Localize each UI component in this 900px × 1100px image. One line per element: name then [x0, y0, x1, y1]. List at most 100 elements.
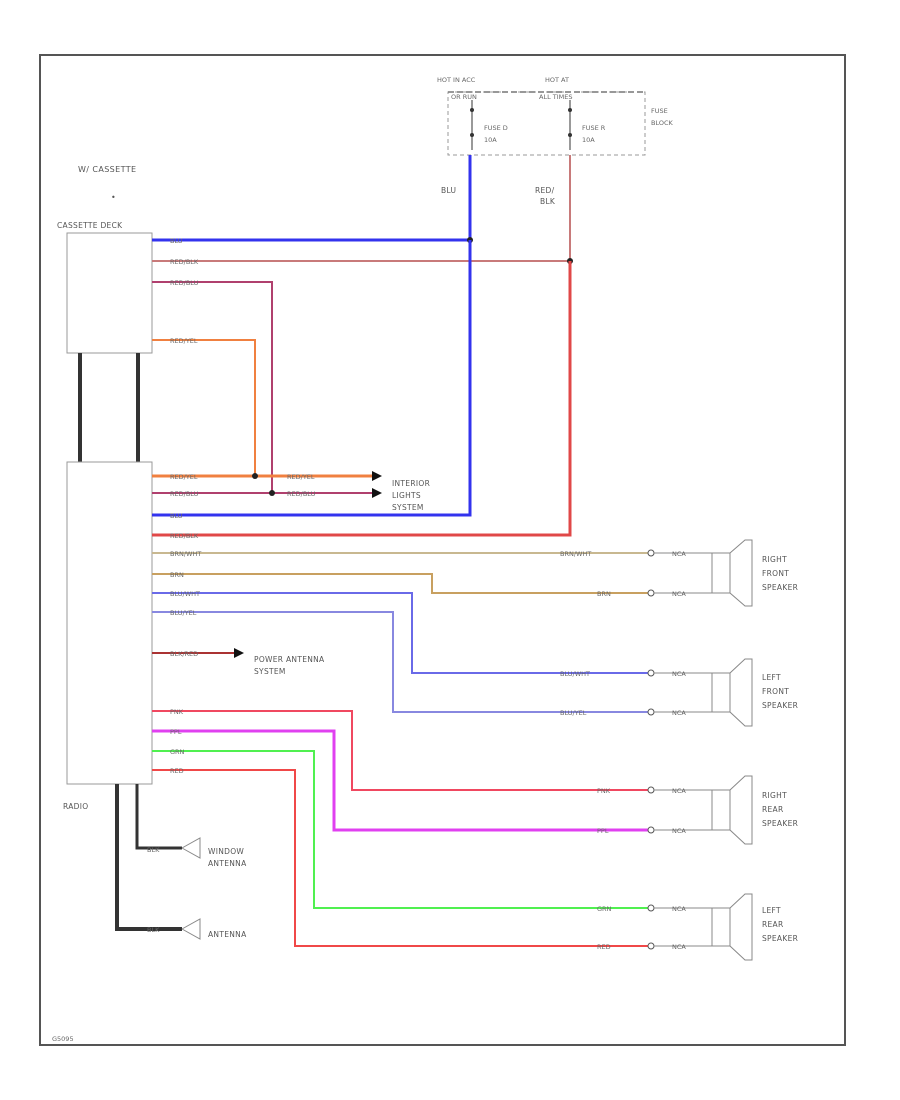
- cassette-title: W/ CASSETTE: [78, 165, 137, 174]
- wire-window-antenna: [135, 784, 182, 850]
- antenna-symbol: [181, 918, 201, 940]
- antenna-wire-label: BLK: [147, 926, 160, 934]
- fuse-d-label: FUSE D: [484, 124, 508, 132]
- cassette-bullet: •: [111, 193, 116, 202]
- lr-name-2: REAR: [762, 920, 784, 929]
- antenna-label: ANTENNA: [208, 930, 247, 939]
- radio-wire-label-8: BLU/YEL: [170, 609, 197, 617]
- rr-term-2: NCA: [672, 827, 686, 835]
- rf-name-3: SPEAKER: [762, 583, 798, 592]
- lr-name-3: SPEAKER: [762, 934, 798, 943]
- wire-blu-radio: [152, 240, 472, 517]
- radio-wire-label-10: PNK: [170, 708, 184, 716]
- wire-blu-cassette: [152, 155, 473, 243]
- hot-in-acc-sub: OR RUN: [451, 93, 477, 101]
- radio-wire-label-7: BLU/WHT: [170, 590, 200, 598]
- wire-ppl: [152, 729, 648, 832]
- cassette-wire-label-2: RED/BLK: [170, 258, 199, 266]
- lr-term-2: NCA: [672, 943, 686, 951]
- window-antenna-label-1: WINDOW: [208, 847, 244, 856]
- cassette-wire-label-4: RED/YEL: [170, 337, 198, 345]
- fuse-block: HOT IN ACC OR RUN HOT AT ALL TIMES FUSE …: [437, 76, 674, 156]
- fuse-block-label: FUSE: [651, 107, 668, 115]
- wire-redblk-cassette: [152, 155, 573, 264]
- interior-label-3: SYSTEM: [392, 503, 424, 512]
- cassette-name: CASSETTE DECK: [57, 221, 123, 230]
- rr-wire-label-1: PNK: [597, 787, 611, 795]
- redblk-feed-label-sub: BLK: [540, 197, 556, 206]
- lf-wire-label-1: BLU/WHT: [560, 670, 590, 678]
- wire-blkred: [152, 648, 244, 658]
- radio-wire-label-12: GRN: [170, 748, 185, 756]
- wire-redblk-radio: [152, 261, 572, 537]
- cassette-deck-box: [66, 232, 153, 354]
- lf-name-3: SPEAKER: [762, 701, 798, 710]
- fuse-block-label-sub: BLOCK: [651, 119, 674, 127]
- blu-feed-label: BLU: [441, 186, 456, 195]
- fuse-d-symbol: [470, 100, 474, 150]
- wire-redblu-radio: [152, 488, 382, 498]
- fuse-r-label: FUSE R: [582, 124, 606, 132]
- fuse-r-symbol: [568, 100, 572, 150]
- window-antenna-symbol: [181, 837, 201, 859]
- fuse-d-amp: 10A: [484, 136, 497, 144]
- lr-wire-label-2: RED: [597, 943, 611, 951]
- redblk-feed-label: RED/: [535, 186, 555, 195]
- lf-name-1: LEFT: [762, 673, 781, 682]
- wire-redblu-cassette: [152, 281, 273, 493]
- wire-pnk: [152, 710, 648, 791]
- wire-antenna: [115, 784, 182, 931]
- speaker-left-rear: GRN RED NCA NCA LEFT REAR SPEAKER: [597, 893, 798, 961]
- cassette-wire-label-3: RED/BLU: [170, 279, 199, 287]
- hot-at-sub: ALL TIMES: [539, 93, 572, 101]
- fuse-r-amp: 10A: [582, 136, 595, 144]
- rr-term-1: NCA: [672, 787, 686, 795]
- diagram-frame: [39, 54, 846, 1046]
- interior-label-2: LIGHTS: [392, 491, 421, 500]
- radio-wire-label-13: RED: [170, 767, 184, 775]
- radio-wire-label-2: RED/BLU: [170, 490, 199, 498]
- radio-wire-label-11: PPL: [170, 728, 182, 736]
- lf-wire-label-2: BLU/YEL: [560, 709, 587, 717]
- wire-redyel-radio: [152, 471, 382, 481]
- lr-term-1: NCA: [672, 905, 686, 913]
- window-antenna-wire-label: BLK: [147, 846, 160, 854]
- wire-bluwht: [152, 592, 648, 674]
- radio-wire-label-5: BRN/WHT: [170, 550, 201, 558]
- radio-wire-label-9: BLK/RED: [170, 650, 198, 658]
- speaker-right-rear: PNK PPL NCA NCA RIGHT REAR SPEAKER: [597, 775, 798, 845]
- footer-code: G5095: [52, 1035, 74, 1043]
- interior-label-1: INTERIOR: [392, 479, 430, 488]
- wire-red: [152, 769, 648, 947]
- rr-wire-label-2: PPL: [597, 827, 609, 835]
- deck-radio-cable: [78, 353, 140, 462]
- lr-wire-label-1: GRN: [597, 905, 612, 913]
- power-antenna-label-2: SYSTEM: [254, 667, 286, 676]
- speaker-right-front: BRN/WHT BRN NCA NCA RIGHT FRONT SPEAKER: [560, 539, 798, 607]
- radio-wire-label-1: RED/YEL: [170, 473, 198, 481]
- radio-name: RADIO: [63, 802, 88, 811]
- wire-bluyel: [152, 611, 648, 713]
- hot-at-label: HOT AT: [545, 76, 569, 84]
- rf-name-1: RIGHT: [762, 555, 787, 564]
- rr-name-3: SPEAKER: [762, 819, 798, 828]
- cassette-wire-label-1: BLU: [170, 237, 183, 245]
- speaker-left-front: BLU/WHT BLU/YEL NCA NCA LEFT FRONT SPEAK…: [560, 658, 798, 727]
- rr-name-2: REAR: [762, 805, 784, 814]
- rf-wire-label-1: BRN/WHT: [560, 550, 591, 558]
- rf-wire-label-2: BRN: [597, 590, 611, 598]
- rf-term-1: NCA: [672, 550, 686, 558]
- wire-redyel-cassette: [152, 339, 256, 476]
- wire-brn: [152, 573, 648, 594]
- radio-wire-label-3: BLU: [170, 512, 183, 520]
- rf-name-2: FRONT: [762, 569, 789, 578]
- rr-name-1: RIGHT: [762, 791, 787, 800]
- interior-wire-label-1: RED/YEL: [287, 473, 315, 481]
- lr-name-1: LEFT: [762, 906, 781, 915]
- rf-term-2: NCA: [672, 590, 686, 598]
- lf-term-2: NCA: [672, 709, 686, 717]
- radio-wire-label-4: RED/BLK: [170, 532, 199, 540]
- lf-name-2: FRONT: [762, 687, 789, 696]
- radio-box: [66, 461, 153, 785]
